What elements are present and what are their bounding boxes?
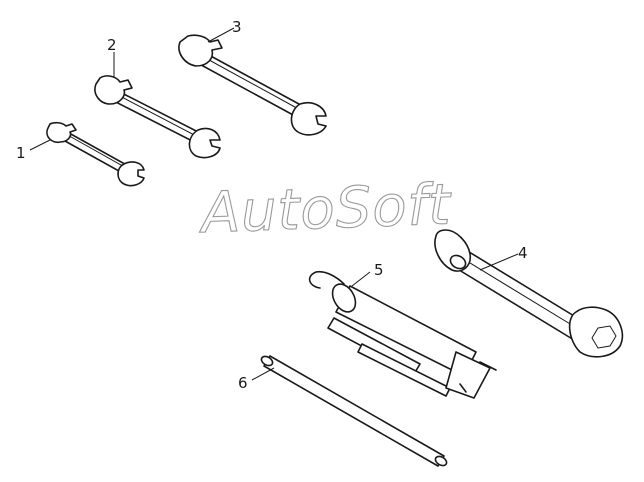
tommy-bar-icon [260, 355, 448, 467]
small-open-end-wrench-icon [46, 121, 145, 187]
callout-5: 5 [374, 261, 384, 279]
socket-wrench-icon [434, 229, 624, 358]
large-open-end-wrench-icon [178, 34, 327, 136]
leader-line-6 [251, 367, 275, 381]
leader-line-5 [351, 271, 371, 287]
leader-lines [29, 27, 519, 381]
callout-2: 2 [107, 36, 117, 54]
callout-3: 3 [232, 18, 242, 36]
medium-open-end-wrench-icon [94, 75, 221, 159]
callout-4: 4 [518, 244, 528, 262]
callout-6: 6 [238, 374, 248, 392]
grease-gun-icon [308, 270, 497, 399]
leader-line-1 [29, 139, 51, 151]
leader-line-3 [207, 27, 235, 43]
callout-1: 1 [16, 144, 26, 162]
watermark-text: AutoSoft [198, 172, 454, 246]
leader-line-4 [479, 253, 519, 271]
